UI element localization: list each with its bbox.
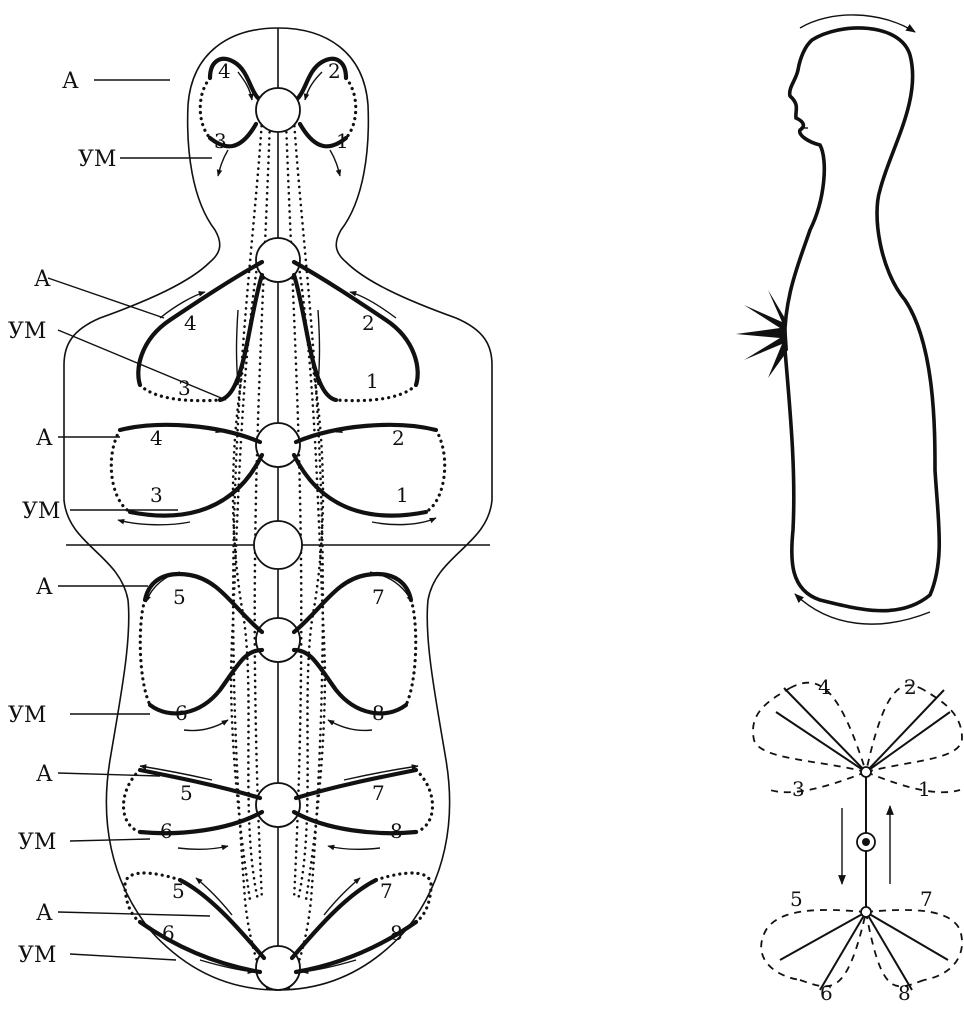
center-navel xyxy=(254,521,302,569)
schematic-node-bottom xyxy=(861,907,871,917)
abdomen-num-7: 7 xyxy=(372,585,385,609)
center-base xyxy=(256,946,300,990)
schematic-num-3: 3 xyxy=(792,777,805,801)
label-um-head: УМ xyxy=(78,147,116,172)
abdomen-num-8: 8 xyxy=(372,701,385,725)
schematic-num-7: 7 xyxy=(920,887,933,911)
center-chest xyxy=(256,423,300,467)
shoulder-num-1: 1 xyxy=(366,369,379,393)
chest-num-2: 2 xyxy=(392,426,405,450)
chest-num-1: 1 xyxy=(396,483,409,507)
chest-num-3: 3 xyxy=(150,483,163,507)
base-num-6: 6 xyxy=(162,921,175,945)
side-profile-figure xyxy=(736,15,939,624)
head-num-4: 4 xyxy=(218,59,231,83)
schematic-node-top xyxy=(861,767,871,777)
lower-num-5: 5 xyxy=(180,781,193,805)
head-num-3: 3 xyxy=(214,129,227,153)
front-body-figure: 4 2 3 1 4 2 3 1 4 2 3 1 5 7 6 8 5 7 6 8 … xyxy=(8,28,492,990)
schematic-num-6: 6 xyxy=(820,981,833,1004)
label-a-abdomen: А xyxy=(36,575,53,600)
schematic-num-8: 8 xyxy=(898,981,911,1004)
label-a-chest: А xyxy=(36,426,53,451)
base-num-5: 5 xyxy=(172,879,185,903)
abdomen-num-6: 6 xyxy=(175,701,188,725)
center-head xyxy=(256,88,300,132)
shoulder-num-2: 2 xyxy=(362,311,375,335)
schematic-center-dot xyxy=(862,838,870,846)
center-lower-abdomen xyxy=(256,783,300,827)
label-a-head: А xyxy=(62,69,79,94)
lower-num-8: 8 xyxy=(390,819,403,843)
head-num-2: 2 xyxy=(328,59,341,83)
label-um-lower: УМ xyxy=(18,830,56,855)
lower-num-6: 6 xyxy=(160,819,173,843)
base-num-8: 8 xyxy=(390,921,403,945)
base-num-7: 7 xyxy=(380,879,393,903)
profile-outline xyxy=(785,28,940,611)
label-um-shoulder: УМ xyxy=(8,319,46,344)
abdomen-num-5: 5 xyxy=(173,585,186,609)
schematic-num-5: 5 xyxy=(790,887,803,911)
schematic-num-1: 1 xyxy=(918,777,931,801)
label-um-chest: УМ xyxy=(22,499,60,524)
lower-num-7: 7 xyxy=(372,781,385,805)
label-a-shoulder: А xyxy=(34,267,51,292)
schematic-num-2: 2 xyxy=(904,675,917,699)
chest-num-4: 4 xyxy=(150,426,163,450)
schematic-figure: 4 2 3 1 5 7 6 8 xyxy=(753,675,962,1004)
head-num-1: 1 xyxy=(336,129,349,153)
label-um-abdomen: УМ xyxy=(8,703,46,728)
label-a-base: А xyxy=(36,901,53,926)
schematic-num-4: 4 xyxy=(818,675,831,699)
center-abdomen xyxy=(256,618,300,662)
label-um-base: УМ xyxy=(18,943,56,968)
label-a-lower: А xyxy=(36,762,53,787)
shoulder-num-3: 3 xyxy=(178,376,191,400)
starburst-icon xyxy=(736,290,788,378)
shoulder-num-4: 4 xyxy=(184,311,197,335)
